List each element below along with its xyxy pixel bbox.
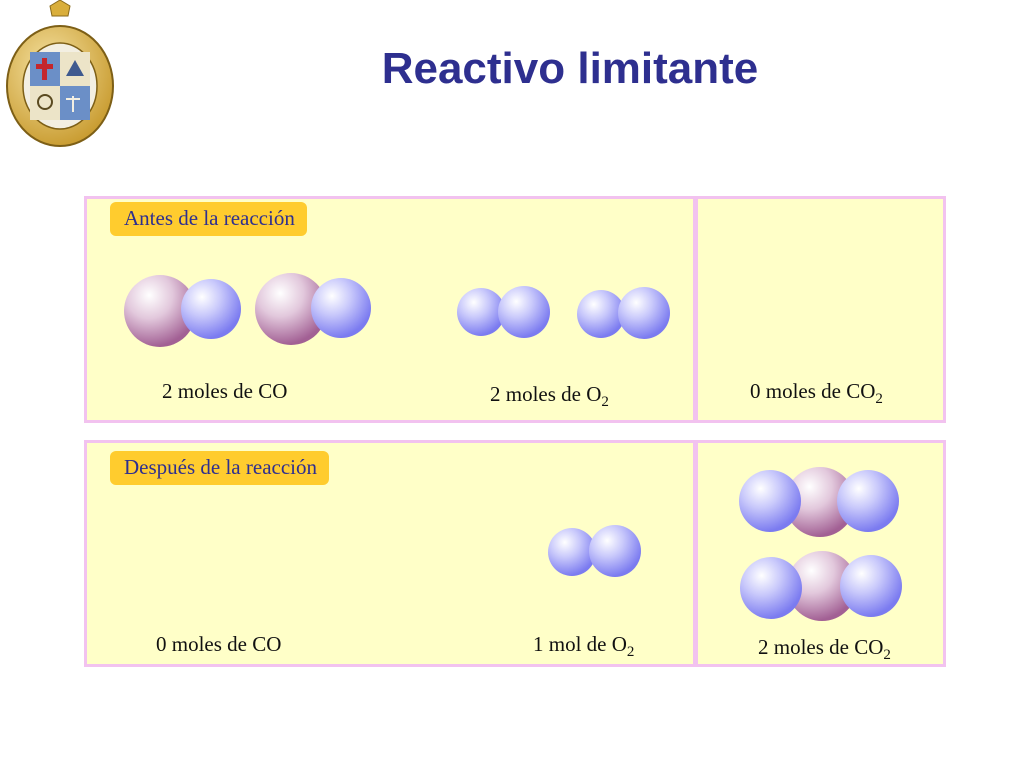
before-products-panel bbox=[695, 196, 946, 423]
after-reaction-badge: Después de la reacción bbox=[110, 451, 329, 485]
page-title: Reactivo limitante bbox=[381, 44, 759, 93]
university-crest-icon bbox=[6, 0, 114, 147]
co2-before-label: 0 moles de CO2 bbox=[750, 379, 883, 407]
co-after-label: 0 moles de CO bbox=[156, 632, 282, 656]
co-before-label: 2 moles de CO bbox=[162, 379, 288, 403]
o2-before-label: 2 moles de O2 bbox=[490, 382, 609, 410]
o2-after-label: 1 mol de O2 bbox=[533, 632, 635, 660]
co2-after-label: 2 moles de CO2 bbox=[758, 635, 891, 663]
before-reaction-badge: Antes de la reacción bbox=[110, 202, 307, 236]
after-products-panel bbox=[695, 440, 946, 667]
